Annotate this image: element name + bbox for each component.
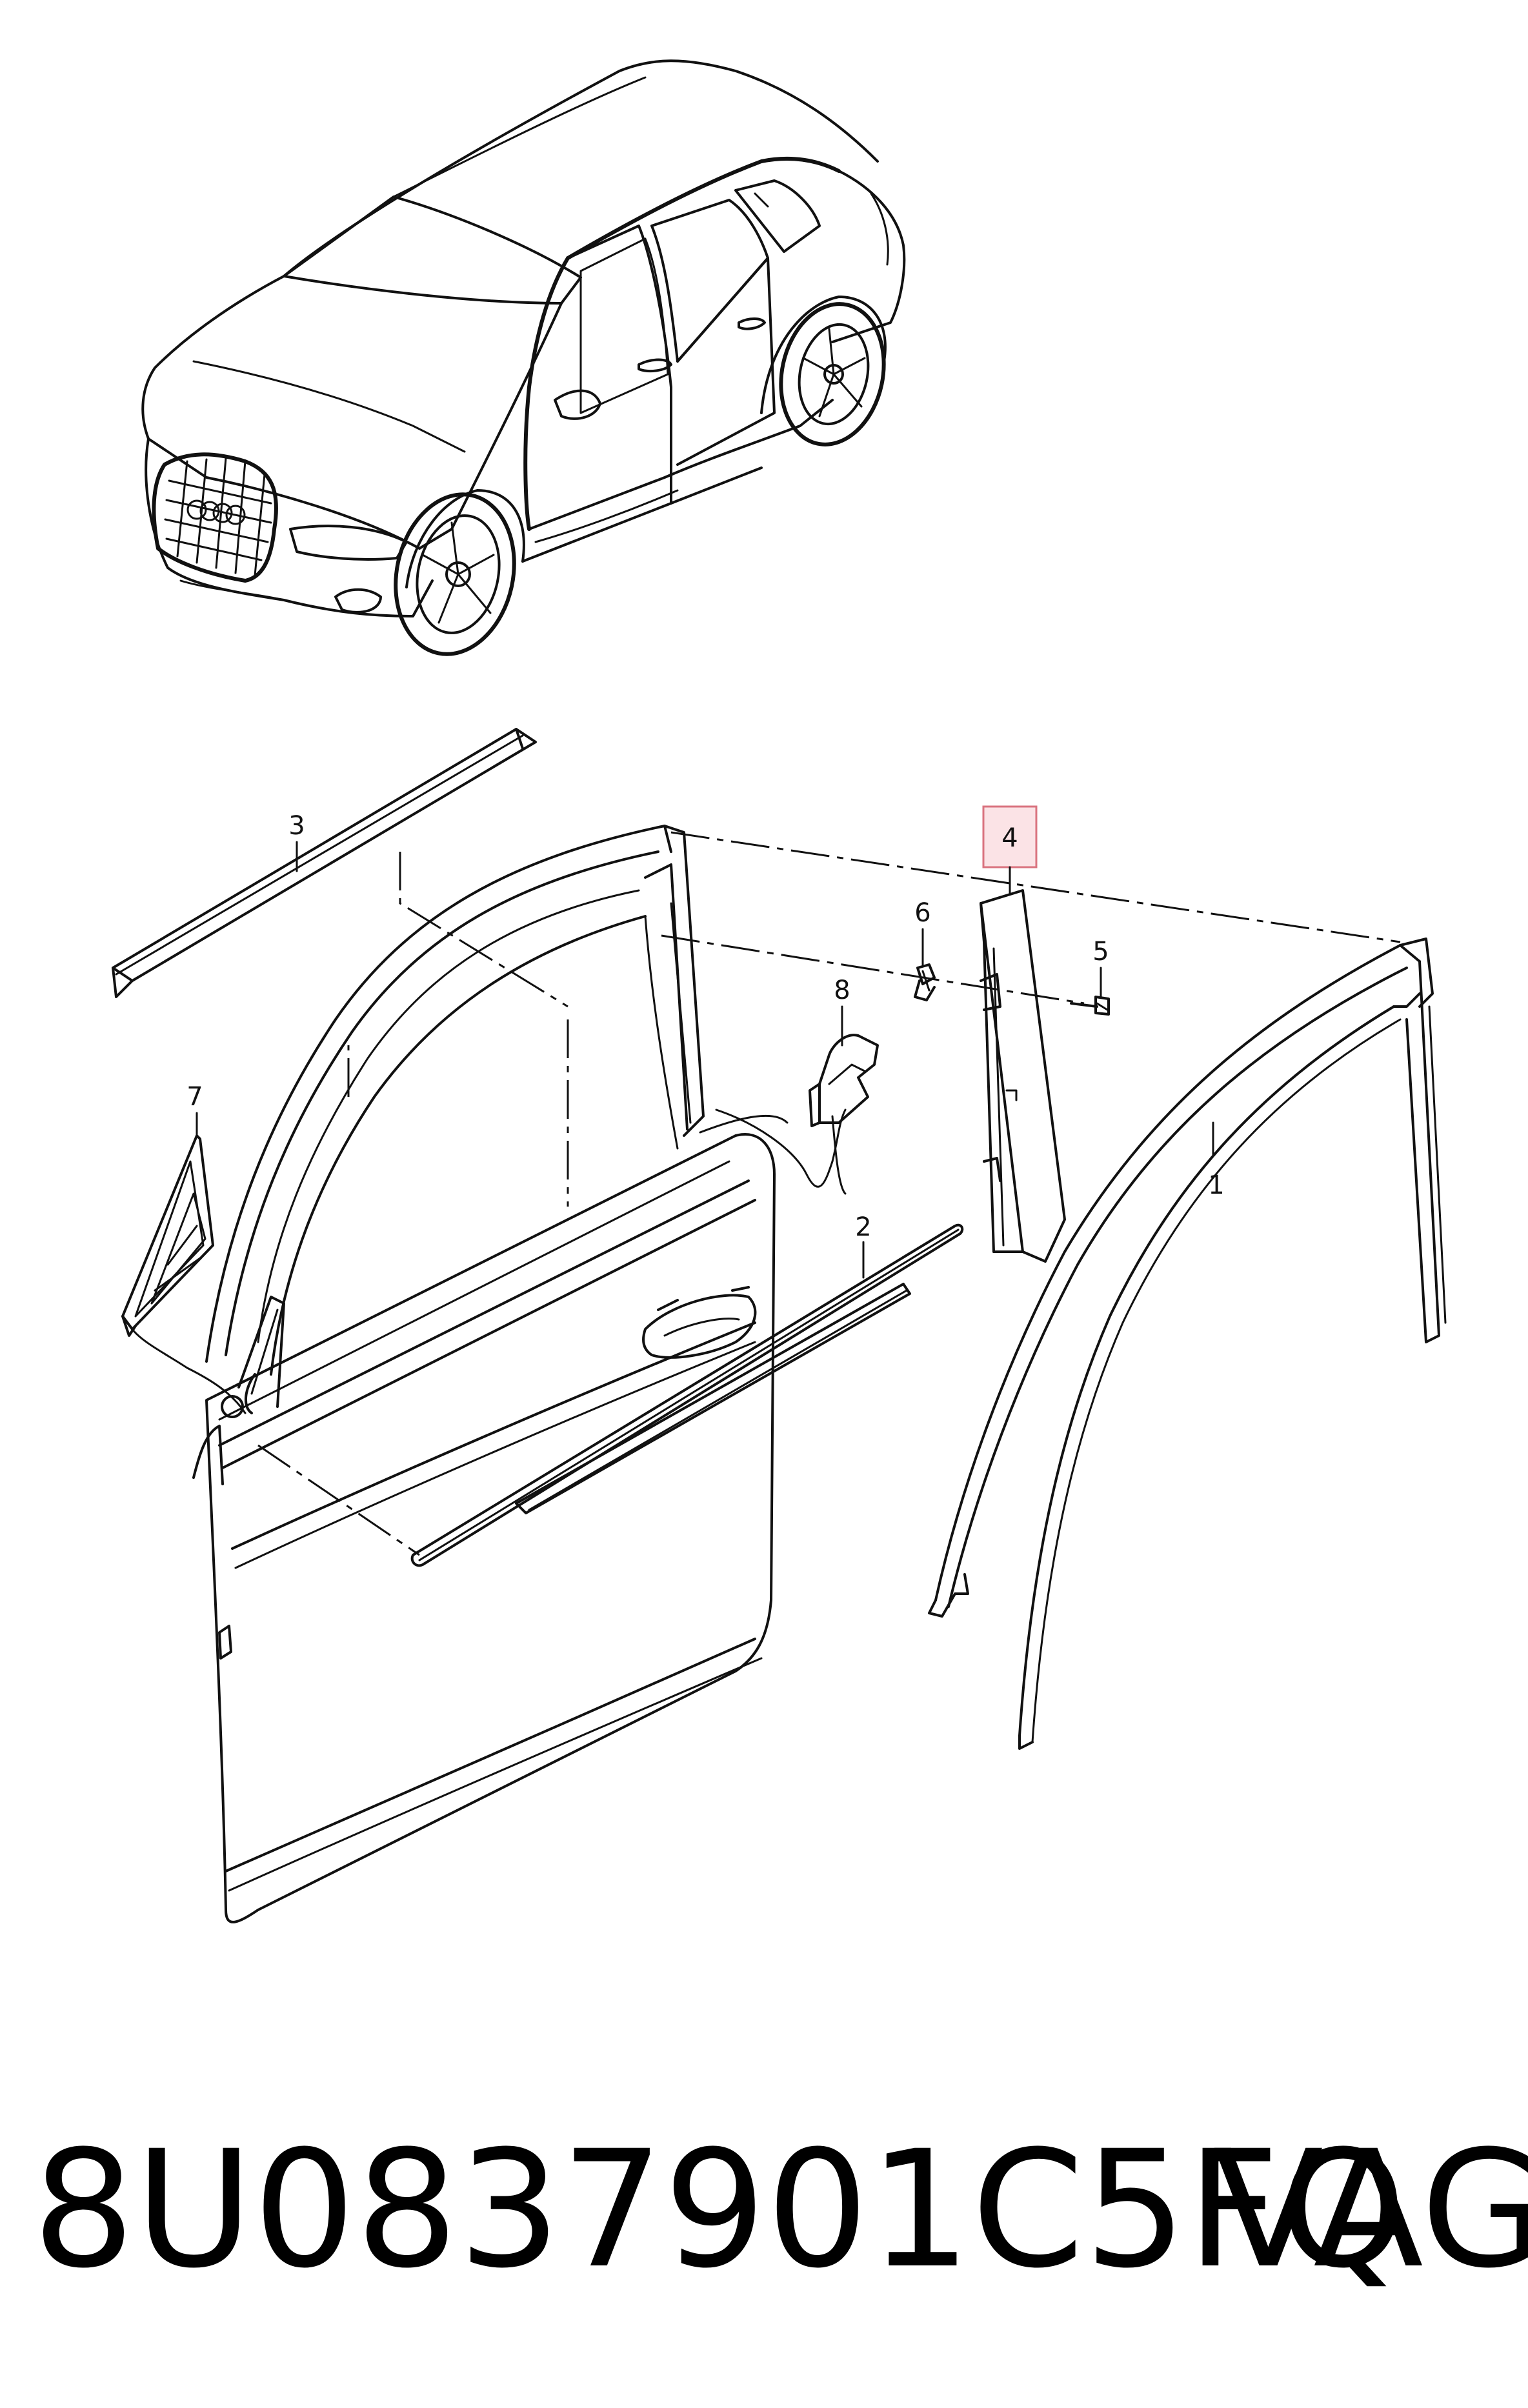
callouts: 1 2 3 4 5 6 7 [186, 805, 1225, 1279]
callout-8-label: 8 [834, 976, 850, 1005]
part-7-mirror-triangle [121, 1134, 246, 1414]
callout-3-label: 3 [288, 811, 305, 841]
callout-4-label: 4 [1001, 823, 1018, 853]
callout-5: 5 [1092, 937, 1109, 998]
callout-8: 8 [834, 976, 850, 1047]
callout-4-highlight-box [982, 805, 1038, 868]
callout-6: 6 [914, 898, 931, 966]
callout-7-label: 7 [186, 1082, 203, 1112]
callout-1-label: 1 [1208, 1170, 1224, 1200]
part-number-text: 8U0837901C5FQ [32, 2116, 1407, 2303]
part-1-window-frame [928, 938, 1447, 1750]
part-6-clip [914, 963, 936, 1001]
callout-2: 2 [855, 1212, 872, 1279]
callout-6-label: 6 [914, 898, 930, 928]
leader-lines [257, 831, 1401, 1556]
callout-7: 7 [186, 1082, 203, 1137]
callout-3: 3 [288, 811, 305, 872]
callout-5-label: 5 [1092, 937, 1109, 967]
part-3-seal-strip [112, 728, 537, 998]
part-8-cover-piece [809, 1034, 879, 1195]
part-5-screw [1070, 996, 1110, 1016]
callout-4: 4 [982, 805, 1038, 895]
part-2-belt-moulding [410, 1223, 964, 1567]
brand-text: VAG [1213, 2116, 1528, 2303]
part-4-pillar-trim [980, 889, 1066, 1263]
door-assembly [112, 728, 1447, 1923]
callout-2-label: 2 [855, 1212, 871, 1242]
car-illustration [141, 59, 906, 656]
door-shell [192, 825, 847, 1923]
callout-1: 1 [1208, 1121, 1225, 1200]
